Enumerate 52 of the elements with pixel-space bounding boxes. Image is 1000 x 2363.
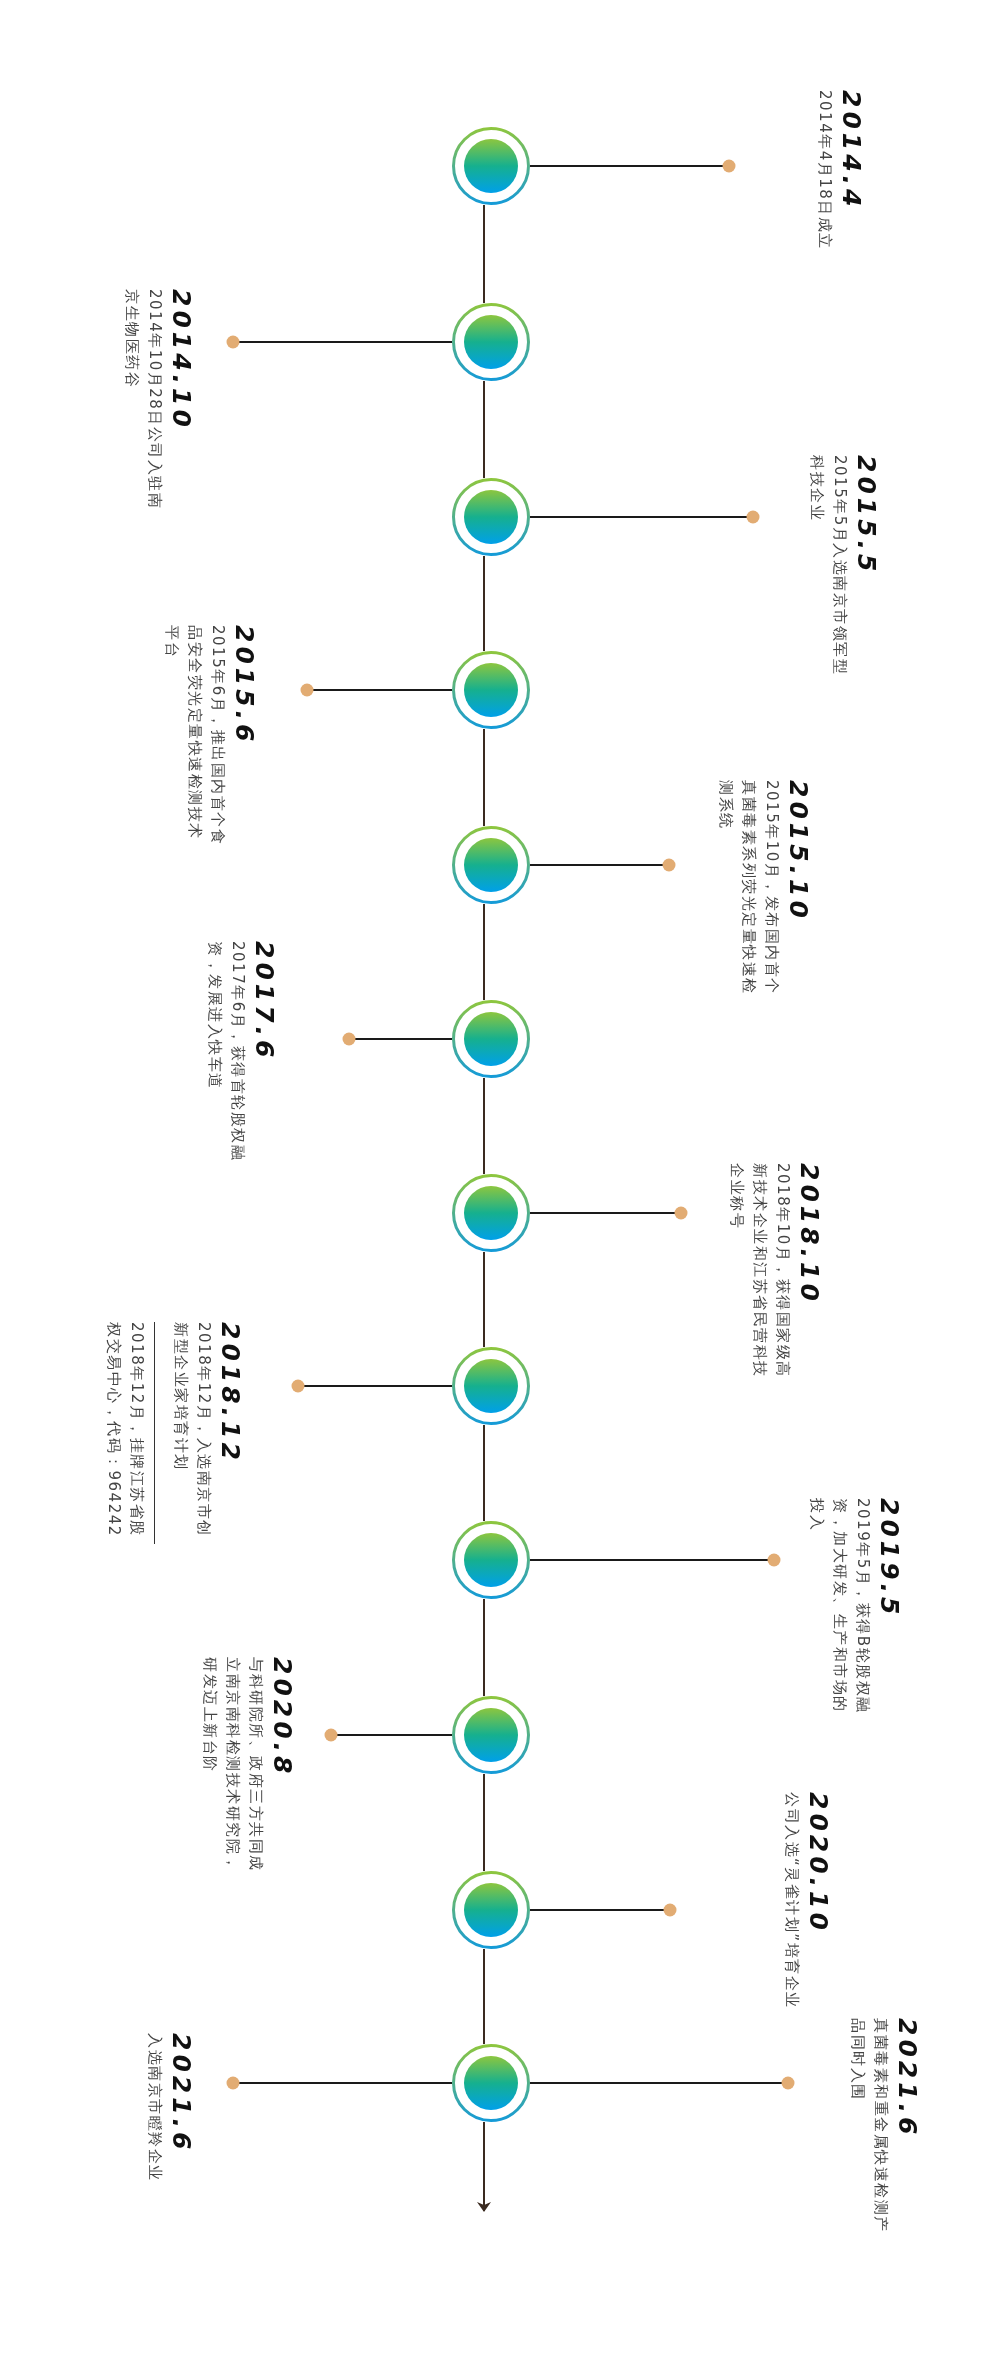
connector-line <box>291 1379 453 1393</box>
event-text: 2019年5月，获得B轮股权融资，加大研发、生产和市场的投入 <box>807 1498 873 1716</box>
date-label: 2020.8 <box>267 1657 297 1780</box>
event-text: 真菌毒素和重金属快速检测产品同时入围 <box>848 2018 891 2235</box>
date-label: 2014.10 <box>166 289 196 433</box>
date-label: 2018.10 <box>794 1163 824 1307</box>
timeline-line <box>483 1773 485 1872</box>
date-label: 2015.6 <box>229 625 259 748</box>
date-label: 2014.4 <box>836 90 866 213</box>
event-text: 2015年5月入选南京市领军型科技企业 <box>807 455 850 677</box>
timeline-line <box>483 1251 485 1348</box>
connector-line <box>226 335 453 349</box>
date-label: 2021.6 <box>892 2018 922 2141</box>
date-label: 2020.10 <box>803 1792 833 1936</box>
date-label: 2015.10 <box>783 780 813 924</box>
timeline-line <box>483 1424 485 1522</box>
timeline-line <box>483 380 485 479</box>
event-text: 2018年10月，获得国家级高新技术企业和江苏省民营科技企业称号 <box>727 1163 793 1380</box>
timeline-line <box>483 1948 485 2045</box>
timeline-line <box>483 1077 485 1175</box>
date-label: 2017.6 <box>249 941 279 1064</box>
event-text: 2017年6月，获得首轮股权融资，发展进入快车道 <box>205 941 248 1163</box>
connector-line <box>529 1903 677 1917</box>
event-text: 2015年6月，推出国内首个食品安全荧光定量快速检测技术平台 <box>162 625 228 847</box>
event-text: 2018年12月，入选南京市创新型企业家培育计划 <box>171 1322 214 1539</box>
event-text: 2015年10月，发布国内首个真菌毒素系列荧光定量快速检测系统 <box>716 780 782 997</box>
connector-line <box>226 2076 453 2090</box>
timeline-line <box>483 903 485 1001</box>
connector-line <box>529 858 676 872</box>
connector-line <box>300 683 453 697</box>
connector-line <box>529 510 760 524</box>
event-text: 公司入选“灵雀计划”培育企业 <box>782 1792 802 2011</box>
date-label: 2015.5 <box>851 455 881 578</box>
event-text: 2018年12月，挂牌江苏省股权交易中心，代码：964242 <box>104 1322 147 1539</box>
timeline-line <box>483 728 485 827</box>
date-label: 2019.5 <box>874 1498 904 1621</box>
timeline-line <box>483 1598 485 1697</box>
connector-line <box>342 1032 453 1046</box>
connector-line <box>529 159 736 173</box>
event-text: 2014年4月18日成立 <box>815 90 835 252</box>
event-text: 2014年10月28日公司入驻南京生物医药谷 <box>122 289 165 511</box>
event-text: 入选南京市瞪羚企业 <box>145 2033 165 2184</box>
timeline-line <box>483 204 485 304</box>
connector-line <box>529 2076 795 2090</box>
date-label: 2018.12 <box>215 1322 245 1466</box>
timeline-line <box>477 2121 491 2212</box>
timeline-line <box>483 555 485 652</box>
connector-line <box>529 1553 781 1567</box>
event-text: 与科研院所、政府三方共同成立南京南科检测技术研究院，研发迈上新台阶 <box>200 1657 266 1874</box>
connector-line <box>324 1728 453 1742</box>
connector-line <box>529 1206 688 1220</box>
date-label: 2021.6 <box>166 2033 196 2156</box>
